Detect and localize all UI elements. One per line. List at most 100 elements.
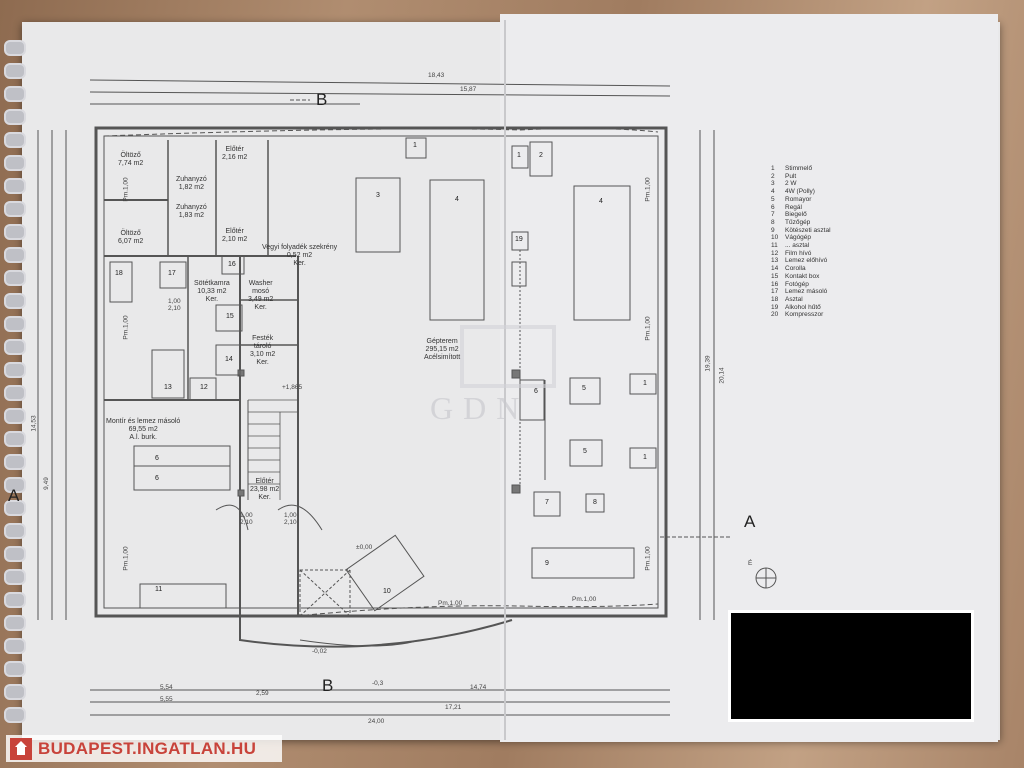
section-mark-a-left: A bbox=[8, 486, 20, 505]
level-mark-outside: -0,3 bbox=[372, 680, 384, 687]
legend-item-text: Tűzőgép bbox=[785, 218, 811, 226]
machine-18 bbox=[109, 261, 133, 303]
section-mark-b-top: B bbox=[316, 90, 328, 109]
dim-bottom-right: 14,74 bbox=[470, 684, 487, 691]
legend-item: 9 Kötészeti asztal bbox=[771, 227, 831, 235]
window-label-1: Pm.1,00 bbox=[122, 177, 130, 202]
brand-banner[interactable]: BUDAPEST.INGATLAN.HU bbox=[6, 735, 282, 762]
machine-8 bbox=[585, 493, 605, 513]
legend-item: 17 Lemez másoló bbox=[771, 288, 831, 296]
house-logo-icon bbox=[10, 737, 32, 760]
legend-item-text: Pult bbox=[785, 172, 797, 180]
window-label-5: Pm.1,00 bbox=[644, 316, 652, 341]
spiral-ring bbox=[4, 431, 26, 447]
spiral-ring bbox=[4, 132, 26, 148]
equipment-number-3: 3 bbox=[376, 192, 380, 199]
spiral-ring bbox=[4, 454, 26, 470]
legend-item-text: 2 W bbox=[785, 180, 797, 188]
legend-item-number: 1 bbox=[771, 165, 775, 172]
legend-item-number: 19 bbox=[771, 303, 779, 311]
room-label-washer: Washer mosó 3,49 m2 Ker. bbox=[248, 280, 274, 311]
legend-item-number: 14 bbox=[771, 265, 779, 273]
dim-bottom-inner: 17,21 bbox=[445, 704, 462, 711]
level-mark-upper: +1,865 bbox=[282, 384, 303, 391]
legend-item-text: Kontakt box bbox=[785, 272, 820, 280]
level-mark-zero: ±0,00 bbox=[356, 544, 373, 551]
door-arc-2 bbox=[277, 504, 323, 531]
equipment-number-5b: 5 bbox=[583, 448, 587, 455]
room-label-gepterem: Gépterem 295,15 m2 Acélsimított bbox=[424, 338, 461, 361]
legend-item-text: Kötészeti asztal bbox=[785, 226, 831, 234]
door-dim-2: 1,00 2,10 bbox=[284, 512, 297, 526]
spiral-ring bbox=[4, 109, 26, 125]
equipment-number-11: 11 bbox=[155, 586, 163, 593]
legend-item-text: Alkohol hűtő bbox=[785, 303, 821, 311]
spiral-ring bbox=[4, 408, 26, 424]
legend-item-number: 17 bbox=[771, 288, 779, 296]
spiral-ring bbox=[4, 615, 26, 631]
equipment-number-1c: 1 bbox=[643, 380, 647, 387]
room-label-eloter-small-1: Előtér 2,16 m2 bbox=[222, 146, 248, 161]
level-mark-entry: -0,02 bbox=[312, 648, 327, 655]
spiral-ring bbox=[4, 500, 26, 516]
legend-item-number: 4 bbox=[771, 188, 775, 196]
spiral-ring bbox=[4, 546, 26, 562]
equipment-number-2: 2 bbox=[539, 152, 543, 159]
machine-4a bbox=[429, 179, 485, 321]
equipment-number-16: 16 bbox=[228, 261, 236, 268]
room-label-oltozo-1: Öltöző 7,74 m2 bbox=[118, 152, 144, 167]
equipment-number-19: 19 bbox=[515, 236, 523, 243]
equipment-number-6: 6 bbox=[534, 388, 538, 395]
equipment-number-14: 14 bbox=[225, 356, 233, 363]
machine-12 bbox=[189, 377, 217, 401]
inner-wall-line bbox=[103, 135, 659, 609]
column-2 bbox=[511, 484, 521, 494]
equipment-number-17: 17 bbox=[168, 270, 176, 277]
dim-line-top-2 bbox=[89, 91, 671, 97]
legend-item-number: 10 bbox=[771, 234, 779, 242]
brand-text: BUDAPEST.INGATLAN.HU bbox=[38, 738, 257, 758]
machine-6a bbox=[133, 445, 231, 467]
equipment-number-6b: 6 bbox=[155, 475, 159, 482]
equipment-number-15: 15 bbox=[226, 313, 234, 320]
machine-14 bbox=[215, 344, 241, 376]
spiral-ring bbox=[4, 247, 26, 263]
legend-item-number: 9 bbox=[771, 226, 775, 234]
legend-item-text: Biegelő bbox=[785, 211, 807, 219]
machine-15 bbox=[215, 304, 243, 332]
spiral-ring bbox=[4, 224, 26, 240]
spiral-ring bbox=[4, 569, 26, 585]
legend-item-number: 3 bbox=[771, 180, 775, 188]
legend-item-text: Regál bbox=[785, 203, 802, 211]
legend-item: 19 Alkohol hűtő bbox=[771, 304, 831, 312]
window-label-4: Pm.1,00 bbox=[644, 177, 652, 202]
legend-item-text: Asztal bbox=[785, 295, 803, 303]
legend-item-number: 7 bbox=[771, 211, 775, 219]
equipment-number-1d: 1 bbox=[643, 454, 647, 461]
watermark-text: GDN bbox=[430, 390, 530, 426]
dim-top-inner: 15,87 bbox=[460, 86, 477, 93]
spiral-ring bbox=[4, 293, 26, 309]
machine-5a bbox=[569, 377, 601, 405]
machine-3 bbox=[355, 177, 401, 253]
legend-item-text: Romayor bbox=[785, 195, 812, 203]
machine-1a bbox=[405, 137, 427, 159]
bottom-curved-wall bbox=[295, 603, 659, 617]
dim-line-top-1 bbox=[89, 79, 671, 87]
equipment-number-4a: 4 bbox=[455, 196, 459, 203]
legend-item-text: 4W (Polly) bbox=[785, 188, 815, 196]
legend-item-text: Lemez másoló bbox=[785, 288, 828, 296]
spiral-ring bbox=[4, 339, 26, 355]
